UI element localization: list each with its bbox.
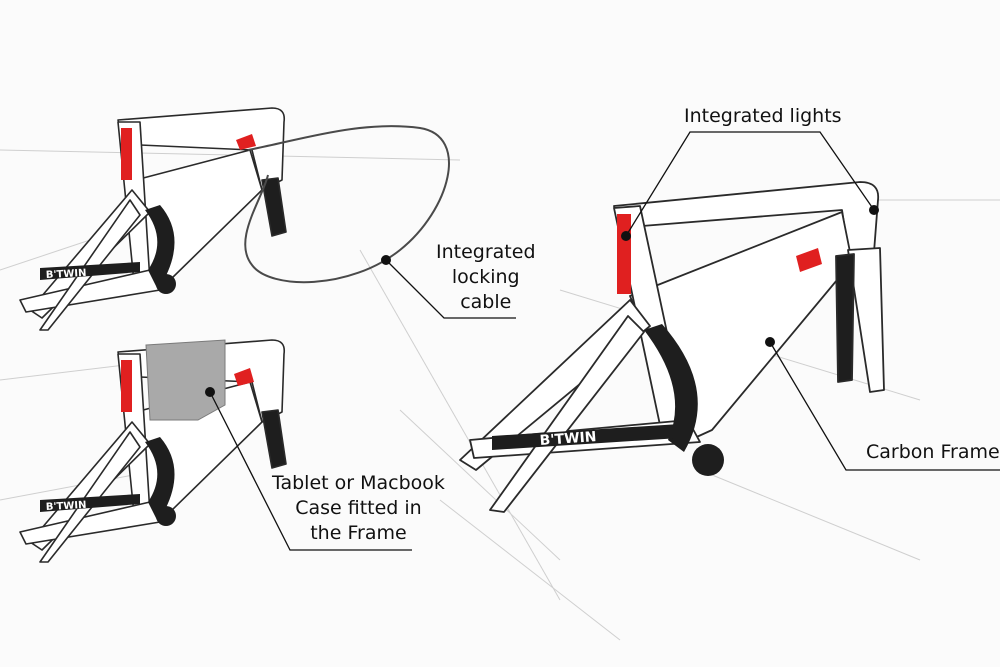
bottom-bracket-2	[156, 506, 176, 526]
callout-text-line: cable	[460, 291, 512, 313]
callout-text-line: Tablet or Macbook	[272, 472, 445, 494]
callout-integrated-lights: Integrated lights	[684, 104, 842, 129]
lights-dot-seat	[621, 231, 631, 241]
brand-decal-1	[40, 262, 140, 280]
top-light-2	[234, 368, 254, 386]
callout-text-line: Case fitted in	[295, 497, 422, 519]
lights-dot-head	[869, 205, 879, 215]
bottom-bracket-1	[156, 274, 176, 294]
brand-decal-2	[40, 494, 140, 512]
seat-light-1	[121, 128, 132, 180]
carbon-panel-3	[644, 324, 698, 452]
carbon-frame-dot	[765, 337, 775, 347]
callout-text-line: locking	[451, 266, 520, 288]
callout-text-line: the Frame	[310, 522, 407, 544]
locking-cable	[244, 125, 450, 284]
callout-tablet-case: Tablet or Macbook Case fitted in the Fra…	[272, 471, 445, 546]
tablet-case	[145, 339, 226, 421]
leader-lines	[209, 131, 1000, 551]
top-light-3	[796, 248, 822, 272]
seat-light-2	[121, 360, 132, 412]
carbon-panel-1	[145, 205, 175, 290]
top-light-1	[236, 134, 256, 150]
seat-light-3	[617, 214, 631, 294]
carbon-panel-2	[145, 437, 175, 522]
brand-logo-1: B'TWIN	[46, 268, 87, 281]
cable-dot	[381, 255, 391, 265]
callout-text-line: Carbon Frame	[866, 441, 1000, 463]
bottom-bracket-3	[692, 444, 724, 476]
callout-text-line: Integrated lights	[684, 105, 842, 127]
brand-decal-3	[492, 424, 680, 450]
case-dot	[205, 387, 215, 397]
callout-text-line: Integrated	[436, 241, 536, 263]
callout-integrated-locking-cable: Integrated locking cable	[436, 240, 536, 315]
brand-logo-2: B'TWIN	[46, 500, 87, 513]
callout-carbon-frame: Carbon Frame	[866, 440, 1000, 465]
leader-dots	[205, 205, 879, 397]
brand-logo-3: B'TWIN	[539, 429, 597, 449]
